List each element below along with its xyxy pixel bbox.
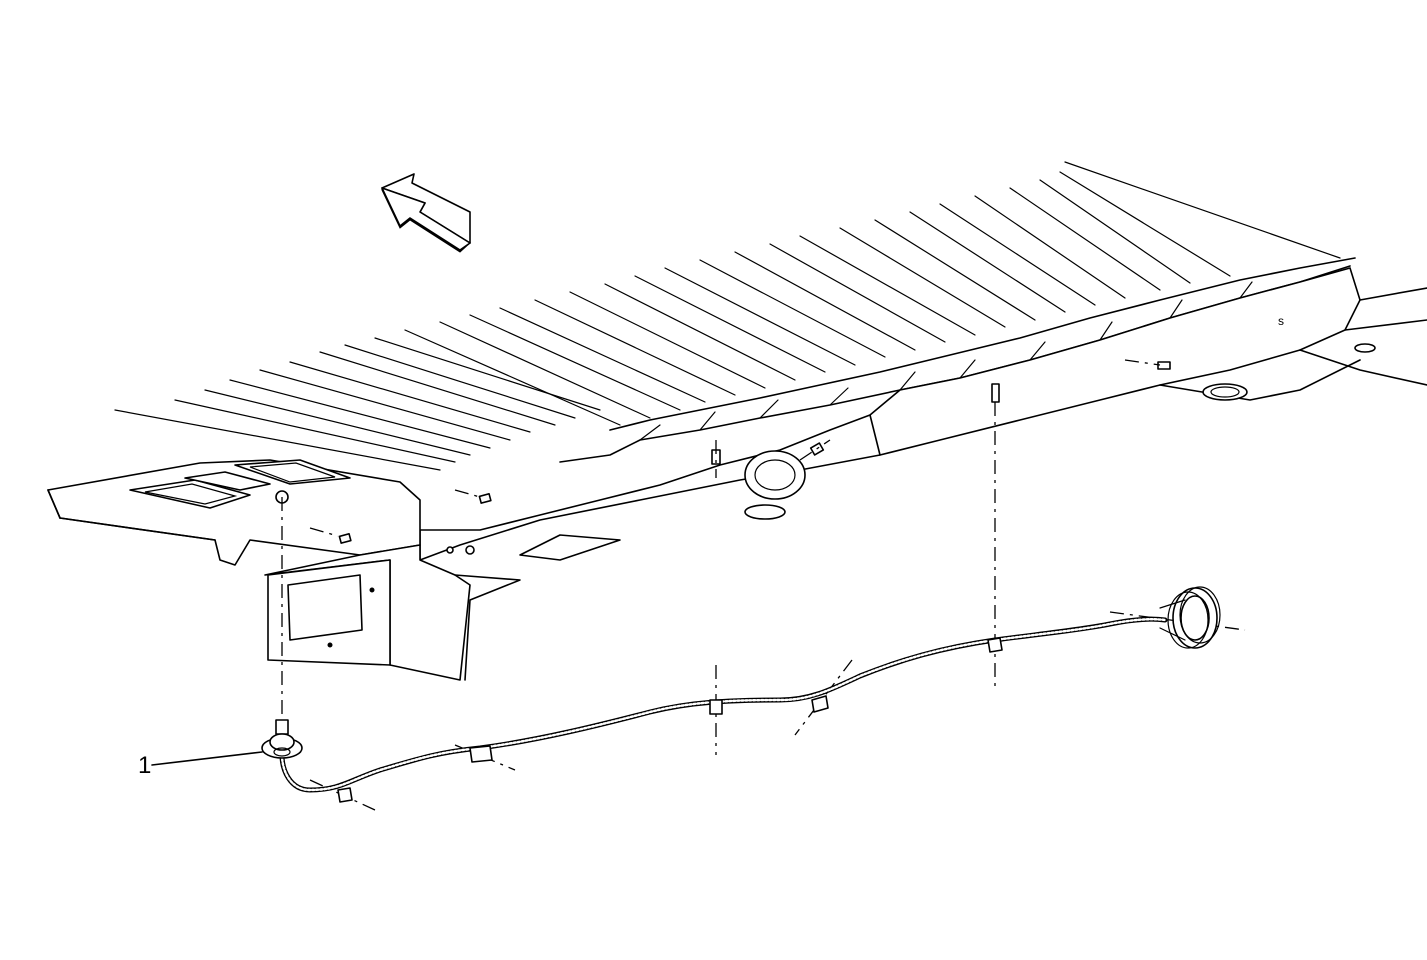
svg-text:s: s [1278,314,1284,328]
callout-1: 1 [138,751,263,779]
mounting-bracket [264,544,521,681]
callout-1-label: 1 [138,752,151,779]
tire-well-boss [519,450,806,561]
rear-sill-panel [47,459,421,566]
coiled-harness-icon [1159,586,1221,649]
harness-connector-icon [261,719,303,759]
stud-icon [799,439,831,461]
fasteners [309,359,1171,544]
stud-icon [454,489,492,504]
stud-icon [991,383,1000,403]
front-direction-arrow-icon [381,173,471,253]
wiring-harness [279,616,1168,803]
stud-icon [309,527,352,544]
stud-icon [711,440,721,478]
stud-icon [1124,359,1171,370]
frame-rail: s [419,267,1427,561]
floor-panel-ribs [114,161,1341,471]
